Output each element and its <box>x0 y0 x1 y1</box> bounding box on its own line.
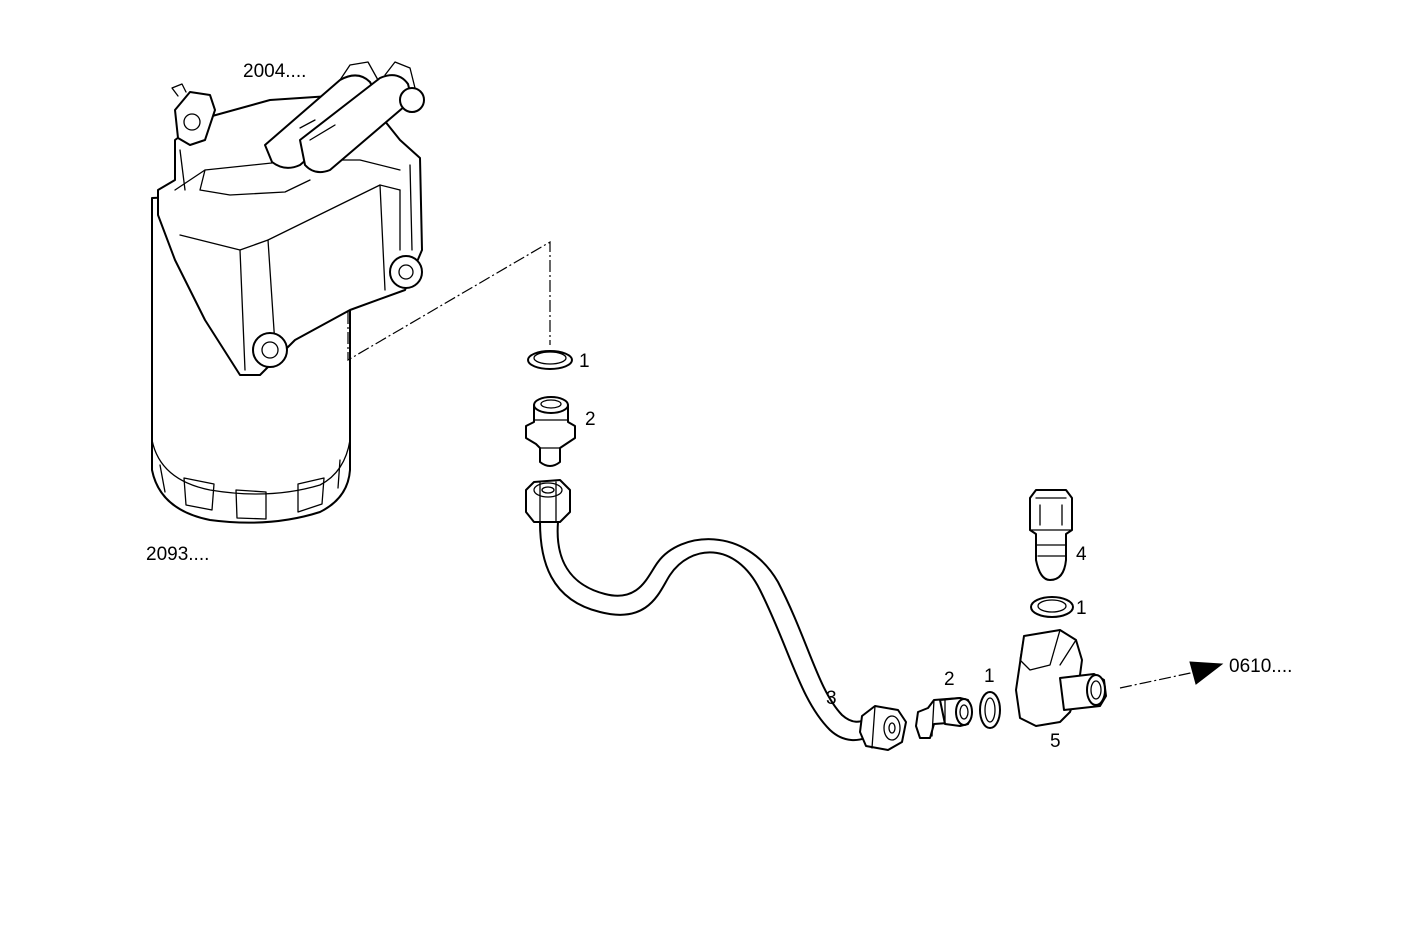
fuel-filter-assembly <box>151 61 425 524</box>
reference-label-0610: 0610.... <box>1229 656 1293 677</box>
callout-2-top: 2 <box>585 409 596 430</box>
seal-ring-1-bottom <box>979 691 1001 729</box>
callout-2-bottom: 2 <box>944 669 955 690</box>
callout-4: 4 <box>1076 544 1087 565</box>
leader-line-filter-to-seal <box>347 240 551 362</box>
callout-1-right: 1 <box>1076 598 1087 619</box>
adapter-fitting-2-bottom <box>915 697 973 739</box>
fuel-pipe-3 <box>525 479 907 751</box>
leader-line-to-continuation <box>1119 671 1196 689</box>
reference-label-2004: 2004.... <box>243 61 307 82</box>
callout-1-bottom: 1 <box>984 666 995 687</box>
adapter-fitting-2-top <box>525 396 576 467</box>
banjo-elbow-5 <box>1015 629 1107 727</box>
banjo-bolt-4 <box>1029 489 1073 581</box>
seal-ring-1-top <box>527 350 573 370</box>
reference-label-2093: 2093.... <box>146 544 210 565</box>
callout-5: 5 <box>1050 731 1061 752</box>
callout-1-top: 1 <box>579 351 590 372</box>
callout-3: 3 <box>826 688 837 709</box>
continuation-arrow-icon <box>1189 661 1224 685</box>
seal-ring-1-right <box>1030 596 1074 618</box>
